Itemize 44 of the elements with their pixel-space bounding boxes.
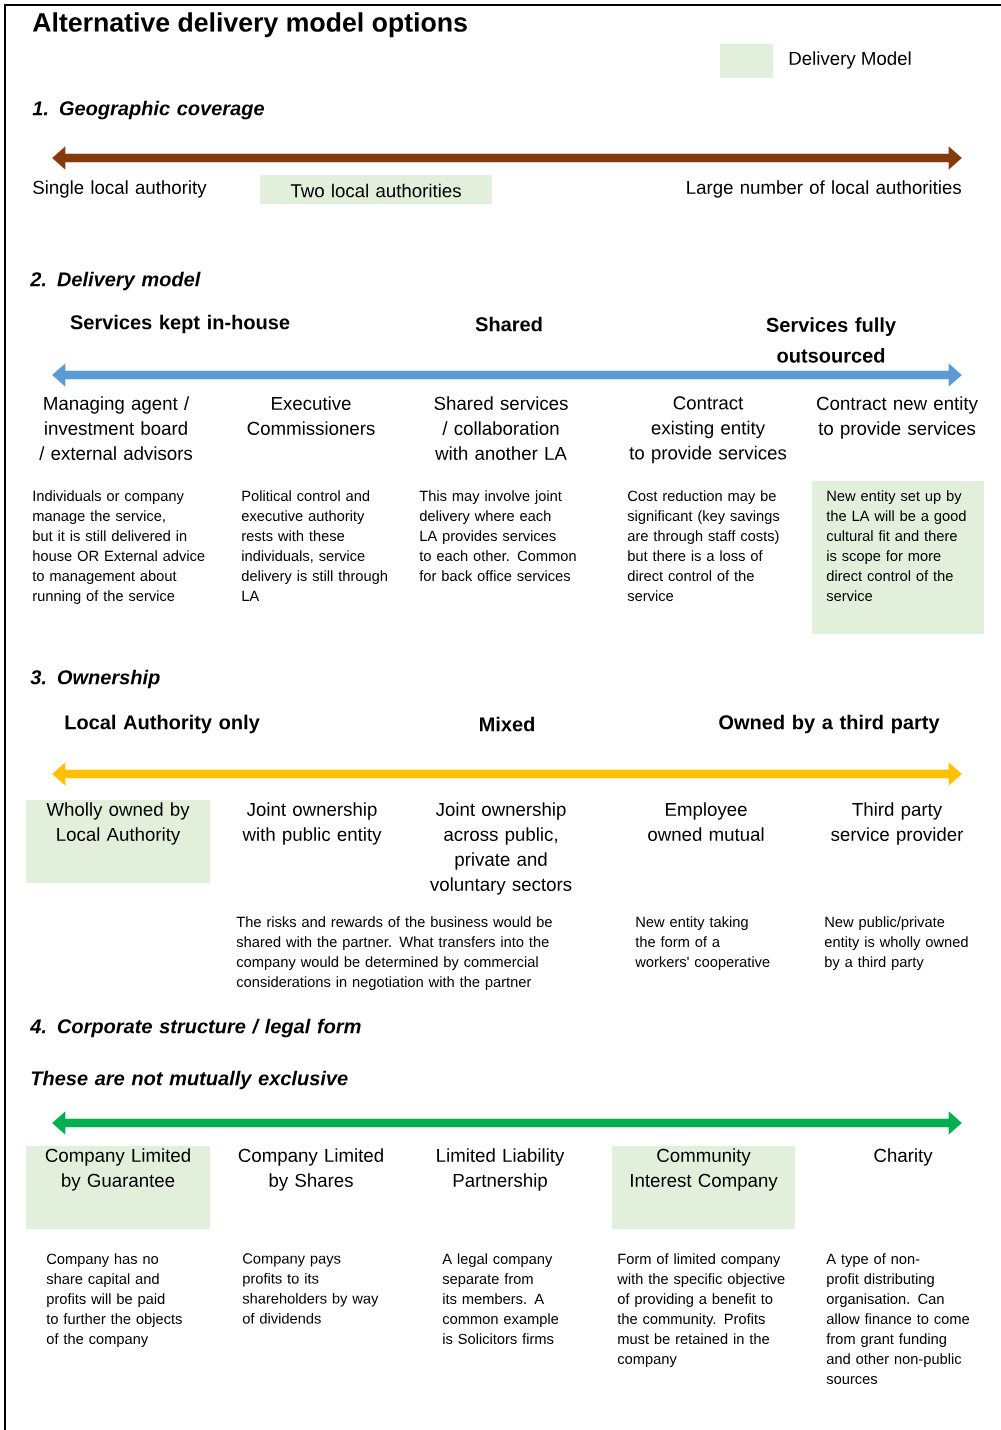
option-label: Limited Liability Partnership	[437, 1148, 565, 1191]
column-heading: Local Authority only	[65, 714, 260, 734]
heading: 1. Geographic coverage	[32, 100, 264, 120]
option-label: Large number of local authorities	[687, 180, 961, 198]
option-label: Contract existing entity to provide services	[629, 396, 787, 464]
option-label: Contract new entity to provide services	[817, 396, 978, 439]
description-text: Cost reduction may be significant (key savings are through staff costs) but there is a loss of direct control of the service	[627, 490, 780, 602]
highlighted-box: Two local authorities	[260, 175, 492, 204]
heading: 4. Corporate structure / legal form	[29, 1018, 361, 1038]
highlighted-box: Wholly owned by Local Authority	[26, 800, 210, 883]
legend-label: Delivery Model	[789, 51, 911, 69]
option-label: Joint ownership with public entity	[242, 802, 382, 845]
highlighted-box: Company Limited by Guarantee	[26, 1146, 210, 1229]
option-label: Joint ownership across public, private and voluntary sectors	[430, 802, 572, 895]
option-label: Shared services / collaboration with another LA	[434, 396, 568, 460]
description-text: A type of non-profit distributing organisation. Can allow finance to come from grant funding and other non-public sources	[826, 1253, 970, 1385]
highlighted-box: Community Interest Company	[612, 1146, 795, 1229]
title: Alternative delivery model options	[32, 12, 467, 38]
description-text: New entity taking the form of a workers' cooperative	[635, 916, 770, 970]
column-heading: Owned by a third party	[719, 714, 940, 734]
option-label: Third party service provider	[831, 802, 964, 845]
description-text: Company pays profits to its shareholders by way of dividends	[242, 1253, 379, 1324]
option-label: Charity	[874, 1148, 933, 1166]
option-label: Executive Commissioners	[247, 396, 375, 435]
description-text: Political control and executive authority rests with these individuals, service delivery is still through LA	[241, 490, 387, 601]
heading: 2. Delivery model	[29, 271, 201, 291]
description-text: Individuals or company manage the service, but it is still delivered in house OR External advice to management about running of the service	[32, 490, 205, 604]
heading: 3. Ownership	[30, 669, 160, 689]
option-label: Company Limited by Shares	[238, 1148, 383, 1191]
option-label: Managing agent / investment board / external advisors	[39, 396, 193, 460]
option-label: Employee owned mutual	[648, 802, 764, 841]
description-text: This may involve joint delivery where each LA provides services to each other. Common for back office services	[419, 490, 576, 582]
column-heading: Services kept in-house	[70, 314, 290, 334]
highlighted-box: New entity set up by the LA will be a good cultural fit and there is scope for more direct control of the service	[812, 481, 984, 634]
column-heading: Services fully outsourced	[766, 317, 896, 363]
column-heading: Mixed	[480, 716, 534, 732]
column-heading: Shared	[475, 316, 542, 332]
heading: These are not mutually exclusive	[31, 1070, 348, 1090]
description-text: Company has no share capital and profits will be paid to further the objects of the company	[46, 1253, 182, 1347]
description-text: A legal company separate from its members. A common example is Solicitors firms	[442, 1253, 559, 1345]
description-text: Form of limited company with the specific objective of providing a benefit to the community. Profits must be retained in the company	[617, 1253, 785, 1367]
option-label: Single local authority	[33, 180, 207, 198]
description-text: New public/private entity is wholly owned by a third party	[824, 916, 968, 970]
description-text: The risks and rewards of the business would be shared with the partner. What transfers into the company would be determined by commercial considerations in negotiation with the partner	[236, 916, 552, 990]
